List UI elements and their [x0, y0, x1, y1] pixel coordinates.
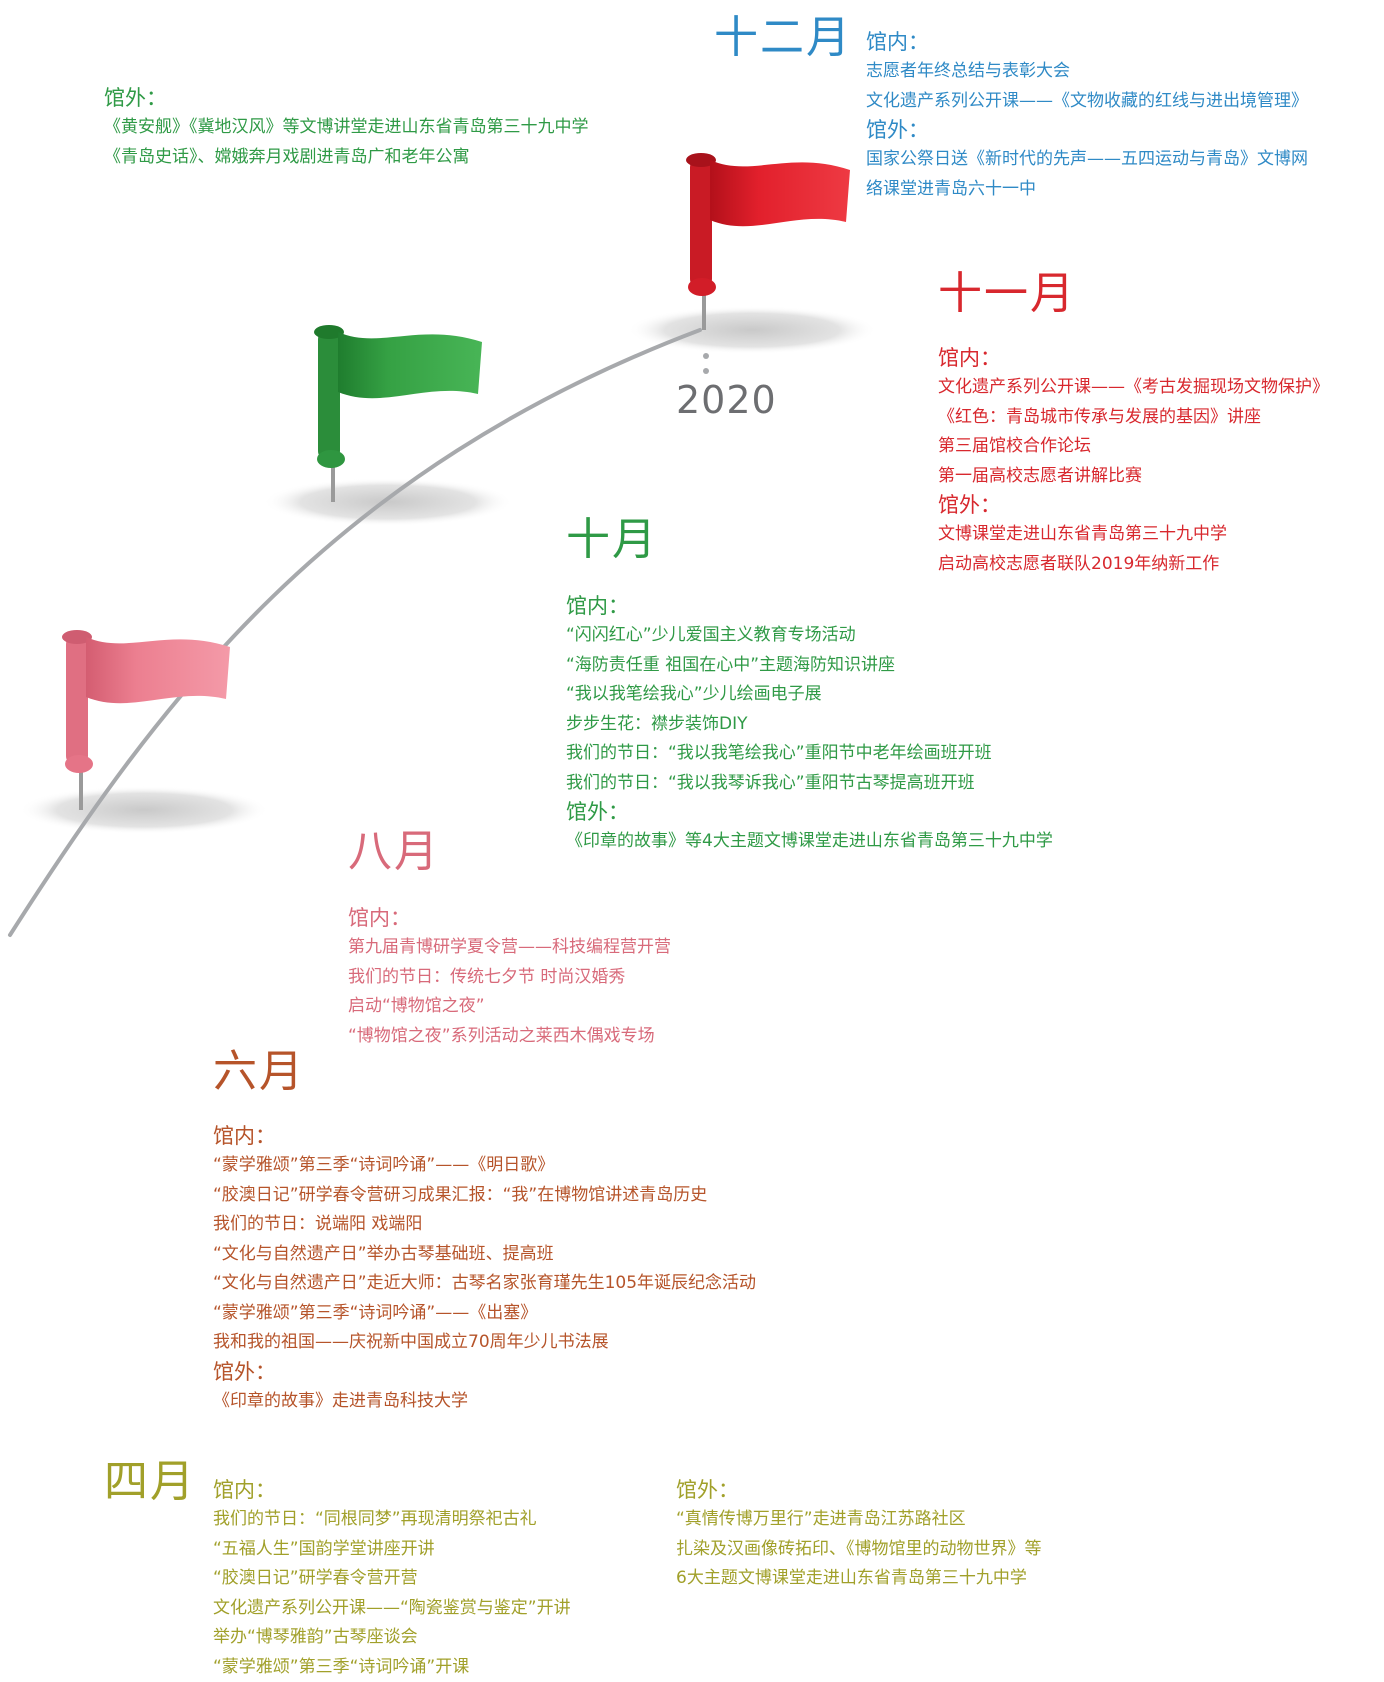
november-inside-item: 文化遗产系列公开课——《考古发掘现场文物保护》: [938, 373, 1329, 403]
green-outside-item: 《黄安舰》《冀地汉风》等文博讲堂走进山东省青岛第三十九中学: [104, 113, 589, 143]
april-outside-item: 6大主题文博课堂走进山东省青岛第三十九中学: [676, 1564, 1042, 1594]
year-dot: [703, 368, 709, 374]
november-outside-label: 馆外：: [938, 491, 1329, 520]
june-details: 馆内： “蒙学雅颂”第三季“诗词吟诵”——《明日歌》 “胶澳日记”研学春令营研习…: [213, 1122, 756, 1416]
november-inside-item: 第三届馆校合作论坛: [938, 432, 1329, 462]
flag-shadow-green: [263, 478, 513, 526]
month-title-december: 十二月: [714, 16, 852, 60]
month-title-november: 十一月: [938, 272, 1076, 316]
month-title-august: 八月: [348, 830, 440, 874]
april-outside-item: 扎染及汉画像砖拓印、《博物馆里的动物世界》等: [676, 1535, 1042, 1565]
april-inside-item: 我们的节日：“同根同梦”再现清明祭祀古礼: [213, 1505, 571, 1535]
november-outside-item: 启动高校志愿者联队2019年纳新工作: [938, 550, 1329, 580]
april-inside-item: “五福人生”国韵学堂讲座开讲: [213, 1535, 571, 1565]
june-inside-item: 我们的节日：说端阳 戏端阳: [213, 1210, 756, 1240]
flag-shadow-pink: [19, 786, 269, 834]
april-outside-details: 馆外： “真情传博万里行”走进青岛江苏路社区 扎染及汉画像砖拓印、《博物馆里的动…: [676, 1476, 1042, 1594]
month-title-june: 六月: [213, 1050, 305, 1094]
month-title-april: 四月: [104, 1460, 196, 1504]
november-outside-item: 文博课堂走进山东省青岛第三十九中学: [938, 520, 1329, 550]
june-outside-item: 《印章的故事》走进青岛科技大学: [213, 1387, 756, 1417]
month-title-october: 十月: [566, 518, 658, 562]
november-inside-label: 馆内：: [938, 344, 1329, 373]
august-inside-item: 第九届青博研学夏令营——科技编程营开营: [348, 933, 671, 963]
april-inside-item: “蒙学雅颂”第三季“诗词吟诵”开课: [213, 1653, 571, 1682]
december-inside-label: 馆内：: [866, 28, 1308, 57]
april-inside-details: 馆内： 我们的节日：“同根同梦”再现清明祭祀古礼 “五福人生”国韵学堂讲座开讲 …: [213, 1476, 571, 1682]
december-inside-item: 志愿者年终总结与表彰大会: [866, 57, 1308, 87]
december-outside-item: 络课堂进青岛六十一中: [866, 175, 1308, 205]
november-inside-item: 第一届高校志愿者讲解比赛: [938, 462, 1329, 492]
june-outside-label: 馆外：: [213, 1358, 756, 1387]
october-details: 馆内： “闪闪红心”少儿爱国主义教育专场活动 “海防责任重 祖国在心中”主题海防…: [566, 592, 1053, 857]
april-inside-item: 文化遗产系列公开课——“陶瓷鉴赏与鉴定”开讲: [213, 1594, 571, 1624]
october-inside-item: 步步生花：襟步装饰DIY: [566, 710, 1053, 740]
june-inside-item: “文化与自然遗产日”走近大师：古琴名家张育瑾先生105年诞辰纪念活动: [213, 1269, 756, 1299]
october-outside-label: 馆外：: [566, 798, 1053, 827]
november-details: 馆内： 文化遗产系列公开课——《考古发掘现场文物保护》 《红色：青岛城市传承与发…: [938, 344, 1329, 579]
december-details: 馆内： 志愿者年终总结与表彰大会 文化遗产系列公开课——《文物收藏的红线与进出境…: [866, 28, 1308, 204]
flag-green: [314, 325, 482, 502]
april-outside-label: 馆外：: [676, 1476, 1042, 1505]
green-outside-label: 馆外：: [104, 84, 589, 113]
june-inside-item: “胶澳日记”研学春令营研习成果汇报：“我”在博物馆讲述青岛历史: [213, 1181, 756, 1211]
june-inside-item: “蒙学雅颂”第三季“诗词吟诵”——《出塞》: [213, 1299, 756, 1329]
flag-pink: [62, 630, 230, 810]
august-inside-label: 馆内：: [348, 904, 671, 933]
october-inside-item: 我们的节日：“我以我笔绘我心”重阳节中老年绘画班开班: [566, 739, 1053, 769]
october-inside-item: “我以我笔绘我心”少儿绘画电子展: [566, 680, 1053, 710]
october-inside-label: 馆内：: [566, 592, 1053, 621]
june-inside-item: “蒙学雅颂”第三季“诗词吟诵”——《明日歌》: [213, 1151, 756, 1181]
april-inside-label: 馆内：: [213, 1476, 571, 1505]
year-dot: [703, 353, 709, 359]
green-outside-details: 馆外： 《黄安舰》《冀地汉风》等文博讲堂走进山东省青岛第三十九中学 《青岛史话》…: [104, 84, 589, 172]
april-inside-item: “胶澳日记”研学春令营开营: [213, 1564, 571, 1594]
december-outside-label: 馆外：: [866, 116, 1308, 145]
august-inside-item: 启动“博物馆之夜”: [348, 992, 671, 1022]
august-details: 馆内： 第九届青博研学夏令营——科技编程营开营 我们的节日：传统七夕节 时尚汉婚…: [348, 904, 671, 1051]
august-inside-item: 我们的节日：传统七夕节 时尚汉婚秀: [348, 963, 671, 993]
december-inside-item: 文化遗产系列公开课——《文物收藏的红线与进出境管理》: [866, 87, 1308, 117]
november-inside-item: 《红色：青岛城市传承与发展的基因》讲座: [938, 403, 1329, 433]
october-inside-item: 我们的节日：“我以我琴诉我心”重阳节古琴提高班开班: [566, 769, 1053, 799]
april-inside-item: 举办“博琴雅韵”古琴座谈会: [213, 1623, 571, 1653]
flag-shadow-red: [627, 306, 877, 354]
green-outside-item: 《青岛史话》、嫦娥奔月戏剧进青岛广和老年公寓: [104, 143, 589, 173]
october-outside-item: 《印章的故事》等4大主题文博课堂走进山东省青岛第三十九中学: [566, 827, 1053, 857]
december-outside-item: 国家公祭日送《新时代的先声——五四运动与青岛》文博网: [866, 145, 1308, 175]
june-inside-label: 馆内：: [213, 1122, 756, 1151]
october-inside-item: “海防责任重 祖国在心中”主题海防知识讲座: [566, 651, 1053, 681]
june-inside-item: 我和我的祖国——庆祝新中国成立70周年少儿书法展: [213, 1328, 756, 1358]
june-inside-item: “文化与自然遗产日”举办古琴基础班、提高班: [213, 1240, 756, 1270]
august-inside-item: “博物馆之夜”系列活动之莱西木偶戏专场: [348, 1022, 671, 1052]
october-inside-item: “闪闪红心”少儿爱国主义教育专场活动: [566, 621, 1053, 651]
flag-red: [686, 153, 850, 330]
april-outside-item: “真情传博万里行”走进青岛江苏路社区: [676, 1505, 1042, 1535]
year-label: 2020: [676, 378, 777, 422]
